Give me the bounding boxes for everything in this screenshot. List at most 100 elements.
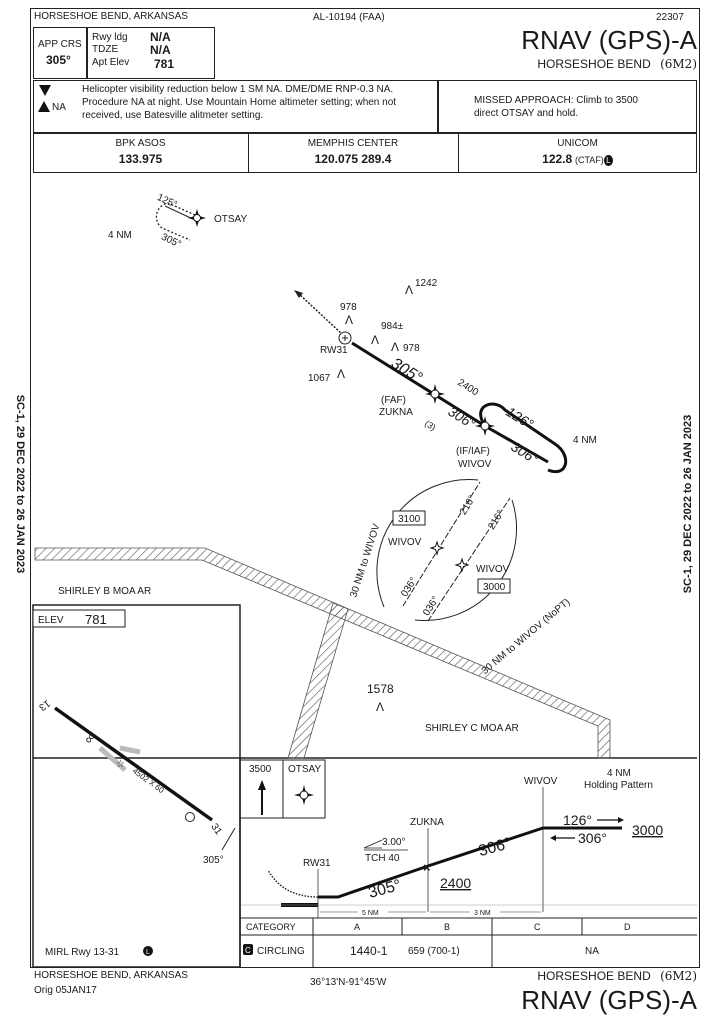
comm-asos-freq: 133.975 [118, 152, 163, 166]
chart-frame [30, 8, 700, 968]
profile-hold-out-arrow [597, 817, 624, 823]
obstacle-icon: Λ [405, 283, 413, 297]
comms-box [33, 133, 697, 173]
pilot-controlled-lighting-icon: L [603, 154, 613, 166]
moa-boundary-c [287, 602, 349, 759]
header-location: HORSESHOE BEND, ARKANSAS [34, 11, 188, 22]
wivov-label: WIVOV [458, 459, 492, 470]
wivov-fix-icon [475, 416, 495, 436]
obstacle-elevation: 978 [340, 302, 357, 313]
footer-orig: Orig 05JAN17 [34, 985, 97, 996]
obstacle-icon: Λ [345, 313, 353, 327]
profile-rw31: RW31 [303, 858, 331, 869]
footer-procedure: RNAV (GPS)-A [521, 985, 697, 1015]
obstacle-elevation: 984± [381, 321, 404, 332]
category-a: A [354, 922, 360, 932]
profile-int-crs: 306° [477, 835, 513, 860]
dist-bg [358, 906, 388, 917]
briefing-divider [86, 27, 88, 79]
comm-unicom-name: UNICOM [557, 138, 598, 149]
profile-hold-in: 306° [578, 830, 607, 846]
comm-unicom-ctaf: (CTAF) [574, 155, 604, 165]
zukna-fix-icon [425, 384, 445, 404]
zukna-fix-profile-icon: × [423, 860, 431, 875]
holding-label-1: 4 NM [607, 768, 631, 779]
comms-divider [248, 133, 249, 173]
circling-cd-value: NA [585, 946, 599, 957]
descent-path [318, 826, 622, 899]
runway-lighting-label: MIRL Rwy 13-31 [45, 947, 120, 958]
circling-ab-hat: 659 (700-1) [408, 946, 460, 957]
faf-altitude: 2400 [455, 377, 480, 398]
missed-approach-text: MISSED APPROACH: Climb to 3500 direct OT… [474, 95, 638, 119]
obstacle-elevation: 1067 [308, 373, 331, 384]
rwy-ldg-value: N/A [150, 30, 171, 44]
footer-airport: HORSESHOE BEND (6M2) [537, 969, 697, 983]
obstacle-icon: Λ [376, 700, 384, 714]
airport-id: (6M2) [660, 57, 697, 71]
faf-label: (FAF) [381, 395, 406, 406]
apt-elev-value: 781 [154, 57, 175, 71]
minimums-table [240, 917, 697, 967]
comms-divider [458, 133, 459, 173]
obstacles: Λ 1242 Λ 978 Λ 984± Λ 978 Λ 1067 Λ 1578 [308, 278, 438, 714]
apt-elev-label: Apt Elev [92, 57, 130, 68]
airport-name: HORSESHOE BEND (6M2) [537, 57, 697, 71]
comm-center-name: MEMPHIS CENTER [307, 138, 399, 149]
sketch-final-course: 305° [203, 855, 224, 866]
profile-hold-alt: 3000 [632, 822, 663, 838]
ma-fix-icon [294, 785, 314, 805]
comm-center-freq: 120.075 289.4 [314, 152, 392, 166]
otsay-leg-length: 4 NM [108, 230, 132, 241]
profile-hold-out: 126° [563, 812, 592, 828]
runway-dimensions: 4502 X 60 [131, 766, 166, 795]
circling-badge-icon [243, 944, 253, 955]
taa-alt-1-box [392, 510, 426, 526]
taa-arc-2-label: 30 NM to WIVOV (NoPT) [480, 597, 573, 677]
intermediate-course-label: 306° [445, 403, 478, 432]
tdze-label: TDZE [92, 44, 119, 55]
circling-ab-value: 1440-1 [350, 944, 388, 958]
runway-end-31: 31 [208, 822, 224, 838]
rw31-label: RW31 [320, 345, 348, 356]
hold-inbound-leg [484, 424, 549, 464]
wivov-holding-pattern [479, 402, 568, 474]
taa-crs-216-a: 216° [458, 494, 478, 517]
segmented-circle-icon [185, 812, 195, 822]
obstacle-icon: Λ [337, 367, 345, 381]
tch: TCH 40 [365, 853, 400, 864]
ma-climb-altitude: 3500 [249, 764, 272, 775]
taa-crs-036-b: 036° [421, 595, 441, 618]
profile-faf-alt: 2400 [440, 875, 471, 891]
profile-final-crs: 305° [367, 877, 403, 902]
profile-hold-in-arrow [550, 835, 575, 841]
obstacle-icon: Λ [371, 333, 379, 347]
tdze-value: N/A [150, 43, 171, 57]
holding-label-2: Holding Pattern [584, 780, 653, 791]
category-d: D [624, 922, 631, 932]
notes-box [33, 80, 697, 133]
profile-missed-approach [267, 869, 319, 898]
runway-13-31 [53, 706, 214, 822]
hold-inbound-crs: 306° [508, 438, 541, 467]
taa-boundary-2 [427, 497, 511, 622]
obstacle-elevation: 1242 [415, 278, 438, 289]
glide-angle: 3.00° [382, 837, 405, 848]
elev-label: ELEV [38, 615, 64, 626]
procedure-title: RNAV (GPS)-A [521, 25, 697, 55]
taa-alt-2: 3000 [483, 582, 506, 593]
distance-1: 5 NM [362, 910, 379, 917]
wind-indicator-icon: ∞ [80, 729, 99, 747]
taa-alt-1: 3100 [398, 514, 421, 525]
taa-crs-036-a: 036° [399, 576, 419, 599]
comm-asos-name: BPK ASOS [115, 138, 166, 149]
footer-coords: 36°13'N-91°45'W [310, 977, 387, 988]
ma-fix-label: OTSAY [288, 764, 321, 775]
runway-end-13: 13 [36, 697, 52, 713]
app-crs-label: APP CRS [38, 39, 82, 50]
zukna-label: ZUKNA [379, 407, 413, 418]
rw31-fix-icon [338, 331, 352, 345]
cycle-number: 22307 [656, 12, 684, 23]
profile-zukna: ZUKNA [410, 817, 444, 828]
